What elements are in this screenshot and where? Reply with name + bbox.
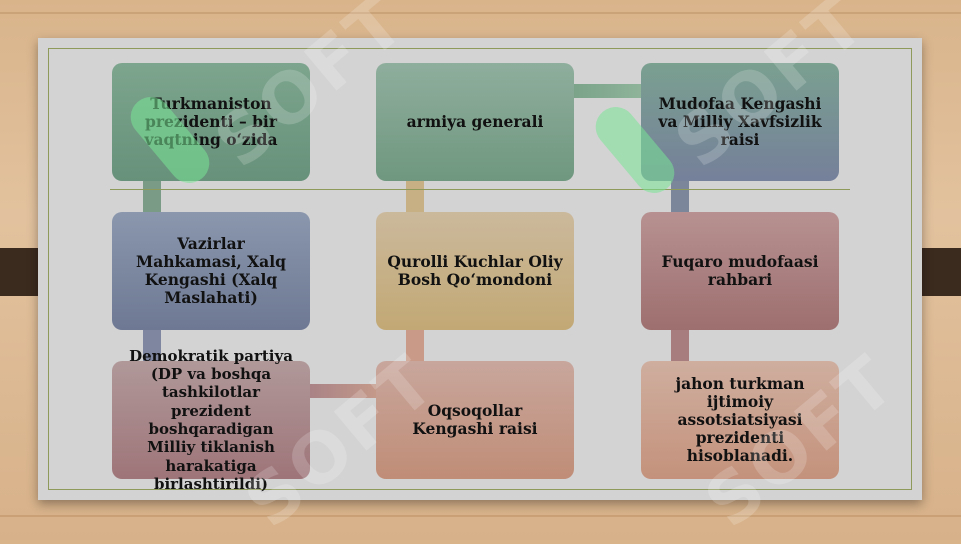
box-fuqaro-mudofaasi: Fuqaro mudofaasi rahbari bbox=[641, 212, 839, 330]
connector-b6-b9 bbox=[671, 329, 689, 363]
box-armiya-generali: armiya generali bbox=[376, 63, 574, 181]
slide-border bbox=[48, 48, 912, 490]
box-qurolli-kuchlar: Qurolli Kuchlar Oliy Bosh Qoʻmondoni bbox=[376, 212, 574, 330]
box-jahon-turkman: jahon turkman ijtimoiy assotsiatsiyasi p… bbox=[641, 361, 839, 479]
connector-b4-b7 bbox=[143, 329, 161, 363]
wood-grain bbox=[0, 515, 961, 517]
box-label: Oqsoqollar Kengashi raisi bbox=[412, 401, 538, 438]
box-label: Qurolli Kuchlar Oliy Bosh Qoʻmondoni bbox=[387, 252, 563, 289]
box-label: Vazirlar Mahkamasi, Xalq Kengashi (Xalq … bbox=[136, 234, 286, 307]
box-label: armiya generali bbox=[406, 112, 544, 131]
connector-b5-b8 bbox=[406, 329, 424, 363]
connector-b2-b3 bbox=[573, 84, 643, 98]
box-label: Mudofaa Kengashi va Milliy Xavfsizlik ra… bbox=[658, 94, 822, 149]
box-label: jahon turkman ijtimoiy assotsiatsiyasi p… bbox=[675, 374, 805, 465]
box-demokratik-partiya: Demokratik partiya (DP va boshqa tashkil… bbox=[112, 347, 310, 493]
connector-b7-b8 bbox=[308, 384, 378, 398]
connector-b3-b6 bbox=[671, 180, 689, 214]
box-oqsoqollar-kengashi: Oqsoqollar Kengashi raisi bbox=[376, 361, 574, 479]
box-vazirlar-mahkamasi: Vazirlar Mahkamasi, Xalq Kengashi (Xalq … bbox=[112, 212, 310, 330]
connector-b1-b4 bbox=[143, 180, 161, 214]
wood-grain bbox=[0, 12, 961, 14]
divider-line bbox=[110, 189, 850, 190]
box-label: Demokratik partiya (DP va boshqa tashkil… bbox=[129, 346, 293, 493]
box-label: Fuqaro mudofaasi rahbari bbox=[661, 252, 819, 289]
box-mudofaa-kengashi: Mudofaa Kengashi va Milliy Xavfsizlik ra… bbox=[641, 63, 839, 181]
connector-b2-b5 bbox=[406, 180, 424, 214]
